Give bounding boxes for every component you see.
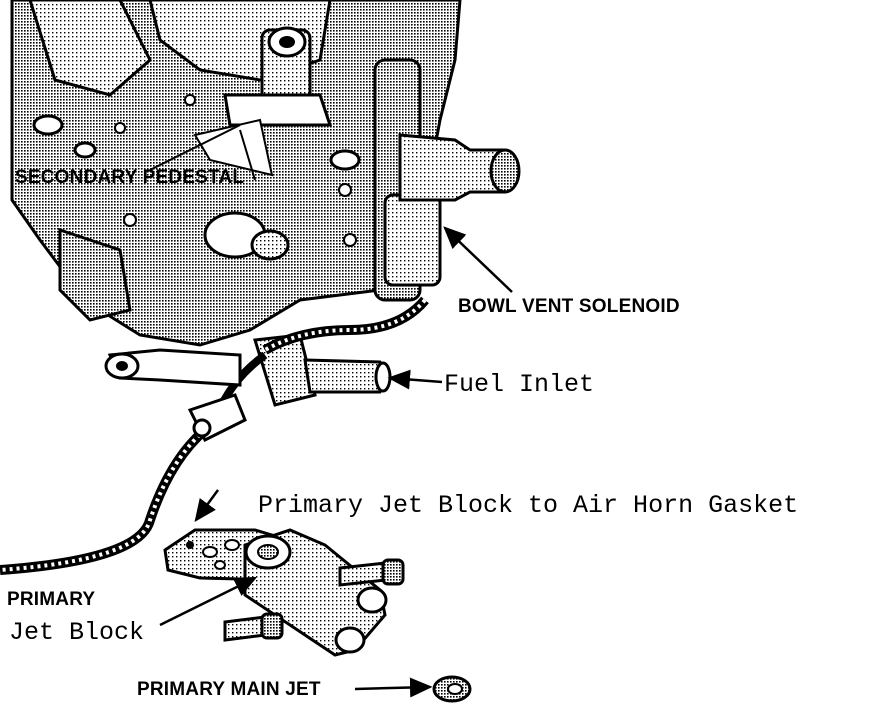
bowl-vent-solenoid xyxy=(373,58,521,302)
label-primary-main-jet: PRIMARY MAIN JET xyxy=(137,679,321,700)
leader-bowl-vent xyxy=(443,226,513,293)
carburetor-body xyxy=(10,0,462,347)
leader-gasket xyxy=(194,489,220,523)
label-fuel-inlet: Fuel Inlet xyxy=(444,370,595,399)
label-jet-block: Jet Block xyxy=(9,618,145,647)
jet-block-screws xyxy=(223,558,405,642)
label-bowl-vent-solenoid: BOWL VENT SOLENOID xyxy=(458,296,680,317)
secondary-pedestal xyxy=(149,26,333,181)
wire-harness xyxy=(0,296,429,575)
primary-main-jet xyxy=(432,675,472,703)
leader-fuel-inlet xyxy=(387,369,443,390)
label-primary: PRIMARY xyxy=(7,589,96,610)
label-secondary-pedestal: SECONDARY PEDESTAL xyxy=(15,167,245,188)
label-gasket: Primary Jet Block to Air Horn Gasket xyxy=(258,491,799,520)
leader-jet-block xyxy=(159,576,258,627)
leader-lines xyxy=(159,226,513,698)
leader-main-jet xyxy=(354,677,433,698)
